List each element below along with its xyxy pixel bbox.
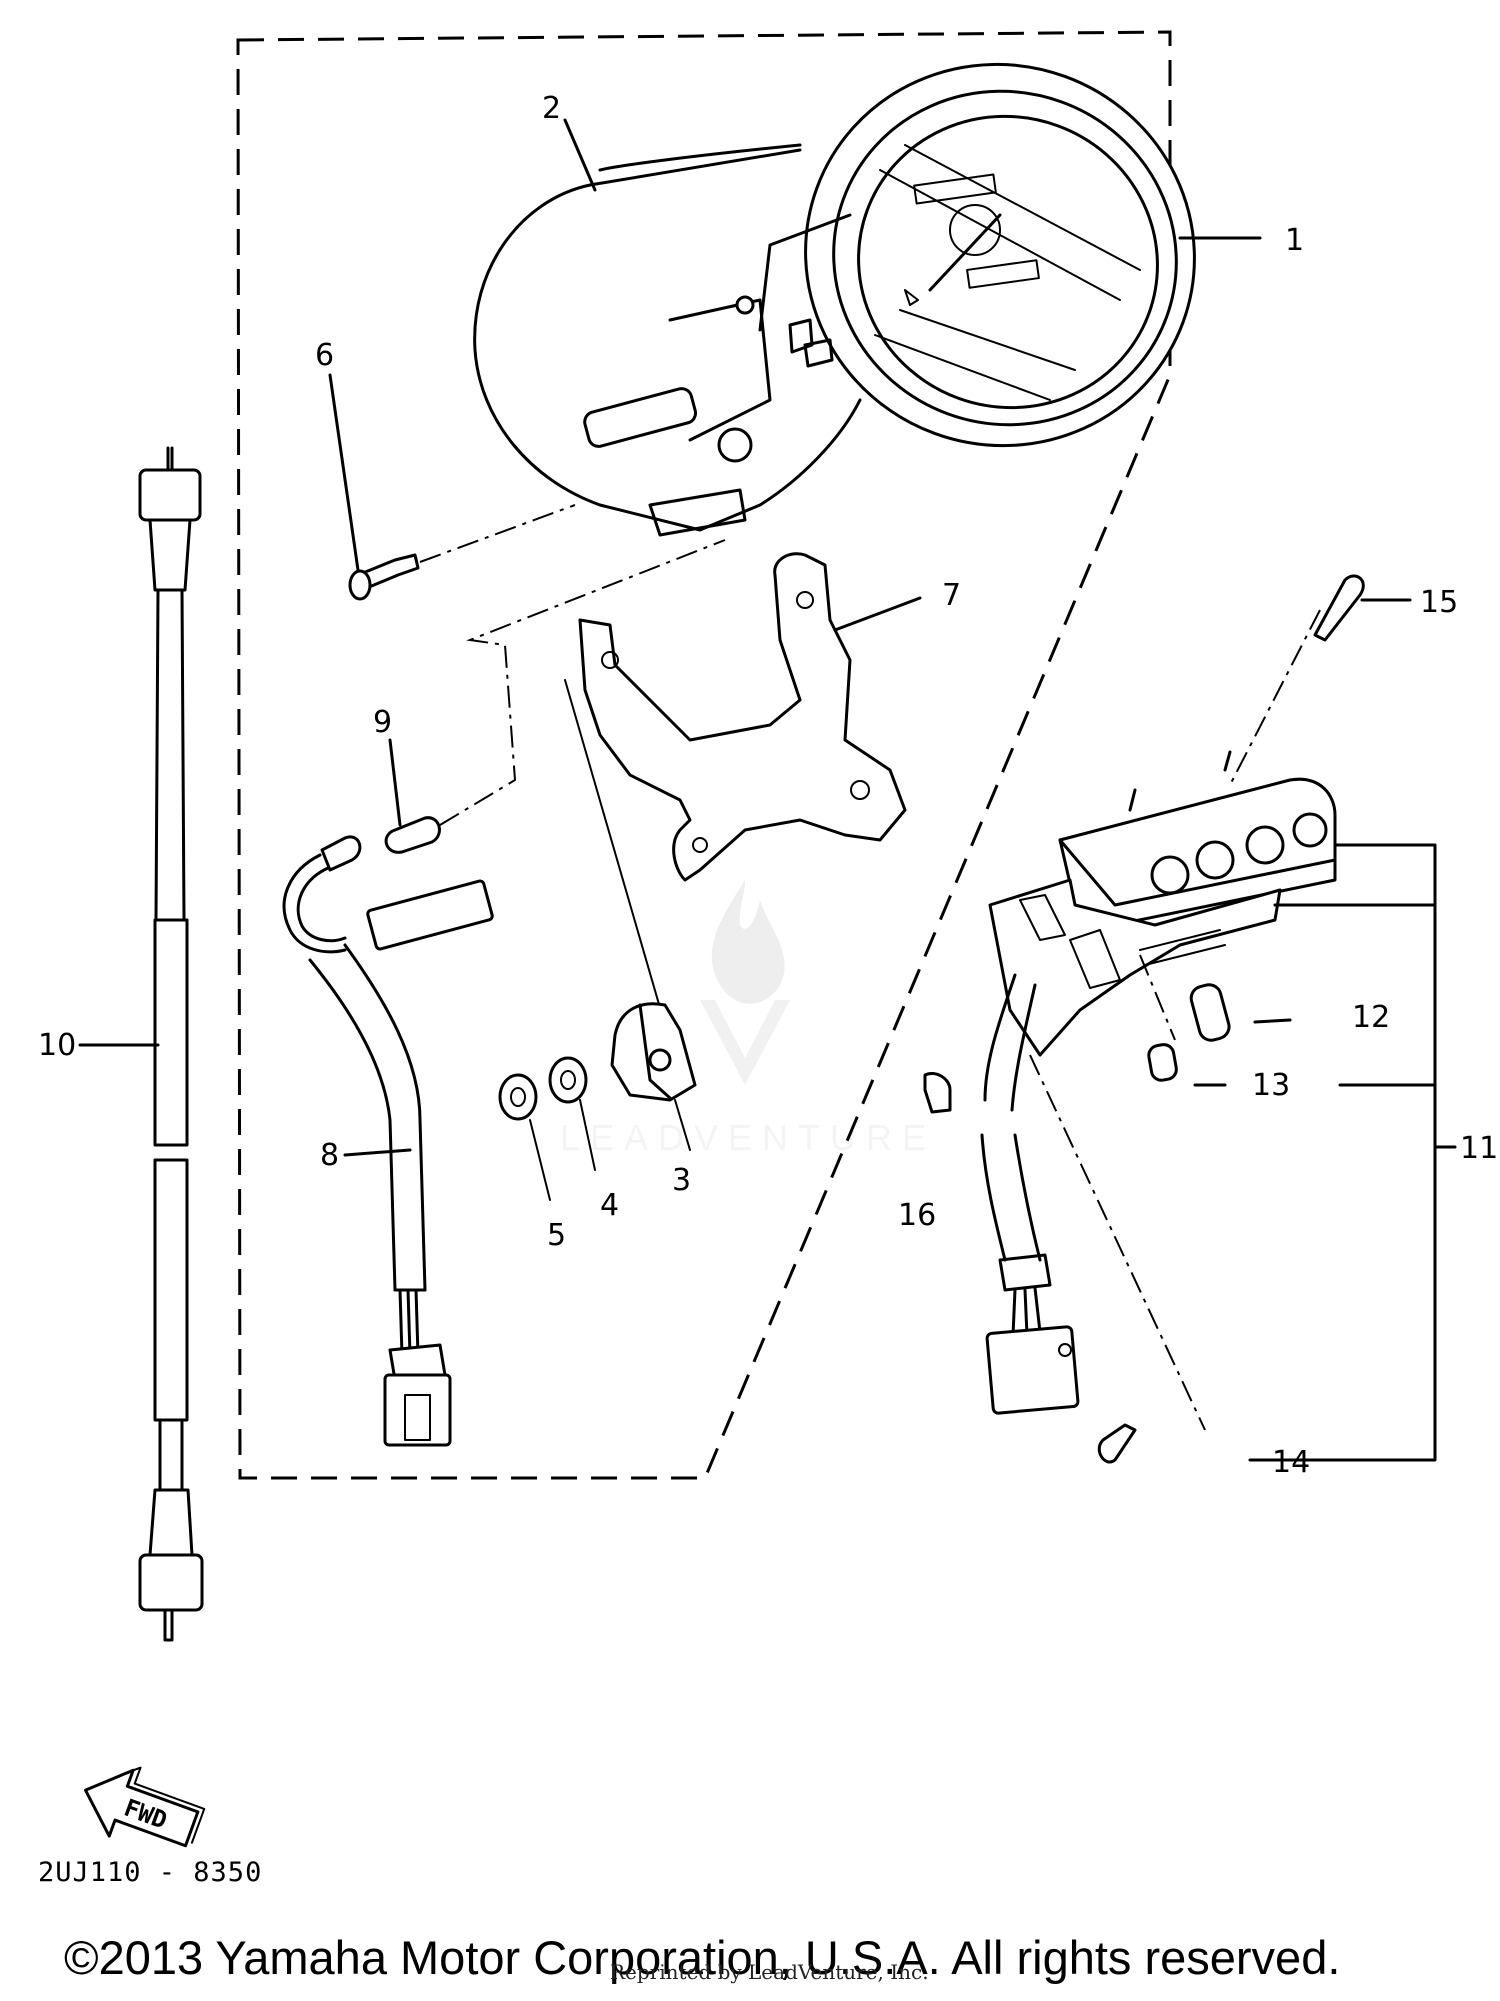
indicator-assembly-part-11 xyxy=(923,574,1457,1464)
screw-part-6 xyxy=(348,504,576,601)
callout-6: 6 xyxy=(315,338,334,373)
copyright-notice: ©2013 Yamaha Motor Corporation, U.S.A. A… xyxy=(64,1931,1341,1984)
reprint-note: Reprinted by LeadVenture, Inc. xyxy=(610,1960,929,1984)
callout-3: 3 xyxy=(672,1163,691,1198)
callout-16: 16 xyxy=(898,1198,936,1233)
callout-15: 15 xyxy=(1420,585,1458,620)
switch-part-3 xyxy=(610,1002,697,1151)
leader-2 xyxy=(563,118,597,192)
watermark-text: LEADVENTURE xyxy=(560,1117,936,1158)
callout-9: 9 xyxy=(373,705,392,740)
nut-part-5 xyxy=(498,1073,551,1201)
diagram-code: 2UJ110 - 8350 xyxy=(38,1857,263,1888)
callout-4: 4 xyxy=(600,1188,619,1223)
callout-11: 11 xyxy=(1460,1131,1498,1166)
callout-7: 7 xyxy=(942,578,961,613)
callout-8: 8 xyxy=(320,1138,339,1173)
callout-10: 10 xyxy=(38,1028,76,1063)
fwd-arrow: FWD xyxy=(83,1766,206,1848)
callout-12: 12 xyxy=(1352,1000,1390,1035)
watermark-logo: LEADVENTURE xyxy=(560,880,936,1158)
leader-9 xyxy=(388,738,402,827)
callout-13: 13 xyxy=(1252,1068,1290,1103)
leader-7 xyxy=(833,596,922,632)
bracket-part-7 xyxy=(564,552,907,1026)
callout-1: 1 xyxy=(1285,223,1304,258)
leader-6 xyxy=(328,373,360,572)
washer-part-4 xyxy=(548,1056,596,1171)
callout-5: 5 xyxy=(547,1218,566,1253)
callout-14: 14 xyxy=(1272,1445,1310,1480)
assembly-boundary xyxy=(236,30,1172,1480)
speedometer-assembly xyxy=(473,62,1196,537)
bulb-part-9 xyxy=(384,539,726,854)
cable-part-10 xyxy=(78,446,204,1642)
harness-part-8 xyxy=(282,835,494,1447)
callout-2: 2 xyxy=(542,91,561,126)
